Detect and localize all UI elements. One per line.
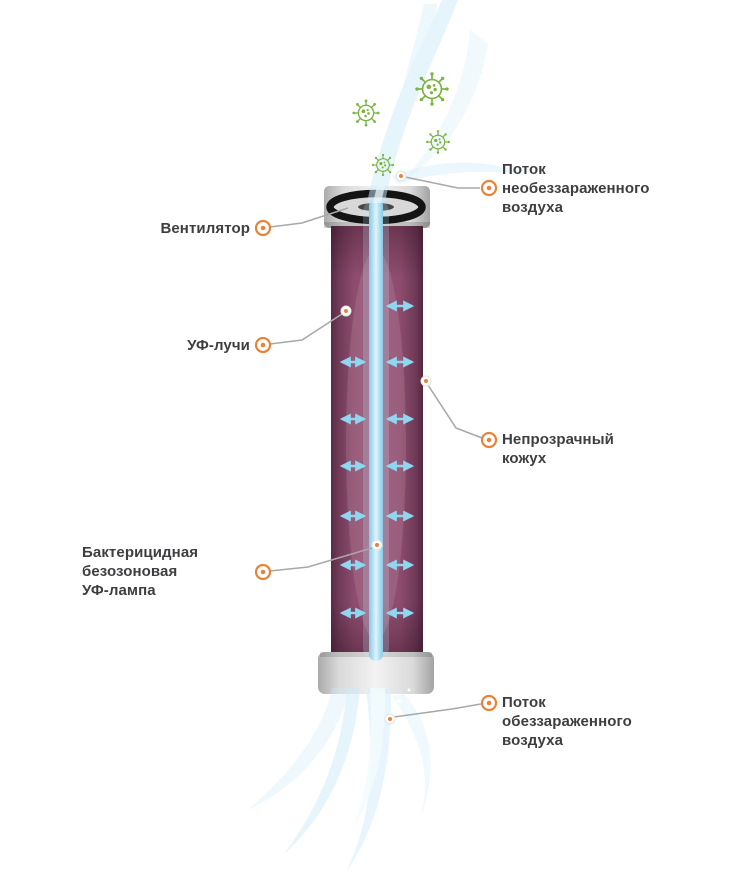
label-lamp: Бактерицидная безозоновая УФ-лампа (82, 544, 199, 600)
bottom-cap (318, 652, 434, 694)
virus-icon (414, 71, 450, 107)
callout-uv-rays (254, 305, 352, 354)
uv-ray-arrows (339, 300, 415, 619)
callout-outflow (384, 694, 498, 725)
callouts (254, 170, 498, 725)
label-outflow: Поток обеззараженного воздуха (502, 694, 632, 750)
air-stream-bottom (248, 688, 431, 872)
uv-lamp (369, 199, 383, 661)
callout-lamp (254, 539, 383, 581)
label-uv-rays: УФ-лучи (187, 337, 250, 354)
air-stream-top (367, 0, 528, 203)
callout-fan (254, 207, 349, 237)
label-casing: Непрозрачный кожух (502, 431, 614, 468)
label-fan: Вентилятор (160, 220, 250, 237)
label-inflow: Поток необеззараженного воздуха (502, 161, 650, 217)
callout-casing (420, 375, 498, 449)
callout-inflow (395, 170, 498, 197)
device-tube (318, 186, 434, 694)
virus-icon (351, 98, 381, 128)
